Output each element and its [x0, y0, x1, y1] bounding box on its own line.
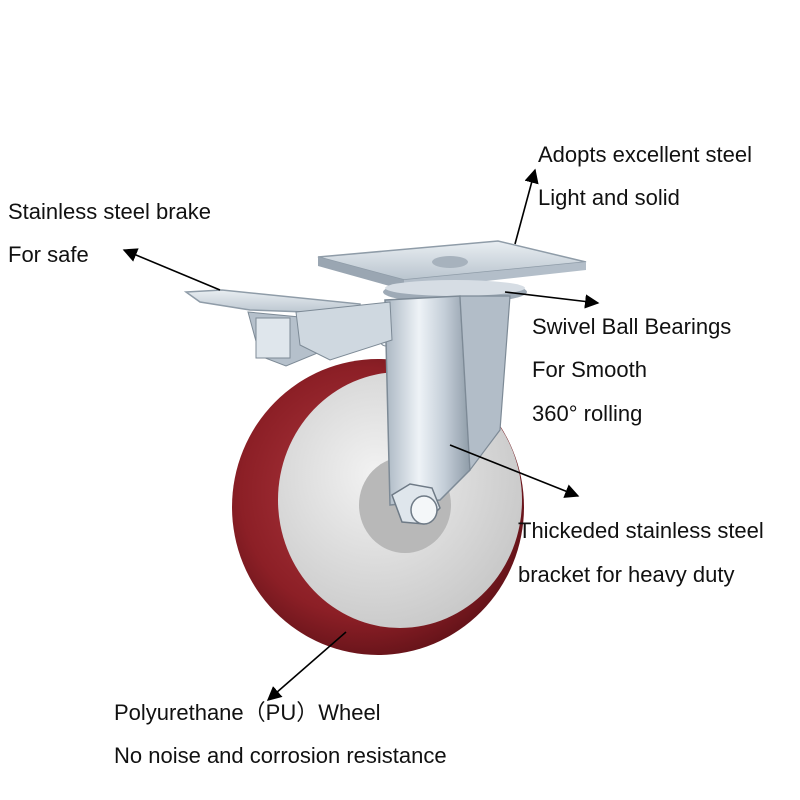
callout-bearings-line2: For Smooth — [532, 357, 647, 382]
callout-bearings-line3: 360° rolling — [532, 401, 643, 426]
arrow-top-plate — [514, 168, 539, 245]
callout-wheel-line1: Polyurethane（PU）Wheel — [114, 700, 381, 725]
callout-top-plate-line2: Light and solid — [538, 185, 680, 210]
callout-brake-line2: For safe — [8, 242, 89, 267]
callout-brake-line1: Stainless steel brake — [8, 199, 211, 224]
axle-nut — [391, 483, 441, 525]
arrow-bracket — [449, 444, 580, 498]
arrow-wheel — [266, 631, 347, 701]
callout-bracket-line2: bracket for heavy duty — [518, 562, 735, 587]
arrow-bearings — [504, 291, 600, 309]
callout-bracket-line1: Thickeded stainless steel — [518, 518, 764, 543]
steel-bracket — [295, 295, 511, 506]
callout-bearings-line1: Swivel Ball Bearings — [532, 314, 732, 339]
callout-wheel-line2: No noise and corrosion resistance — [114, 743, 447, 768]
callout-top-plate-line1: Adopts excellent steel — [538, 142, 753, 167]
arrow-brake — [122, 248, 221, 291]
